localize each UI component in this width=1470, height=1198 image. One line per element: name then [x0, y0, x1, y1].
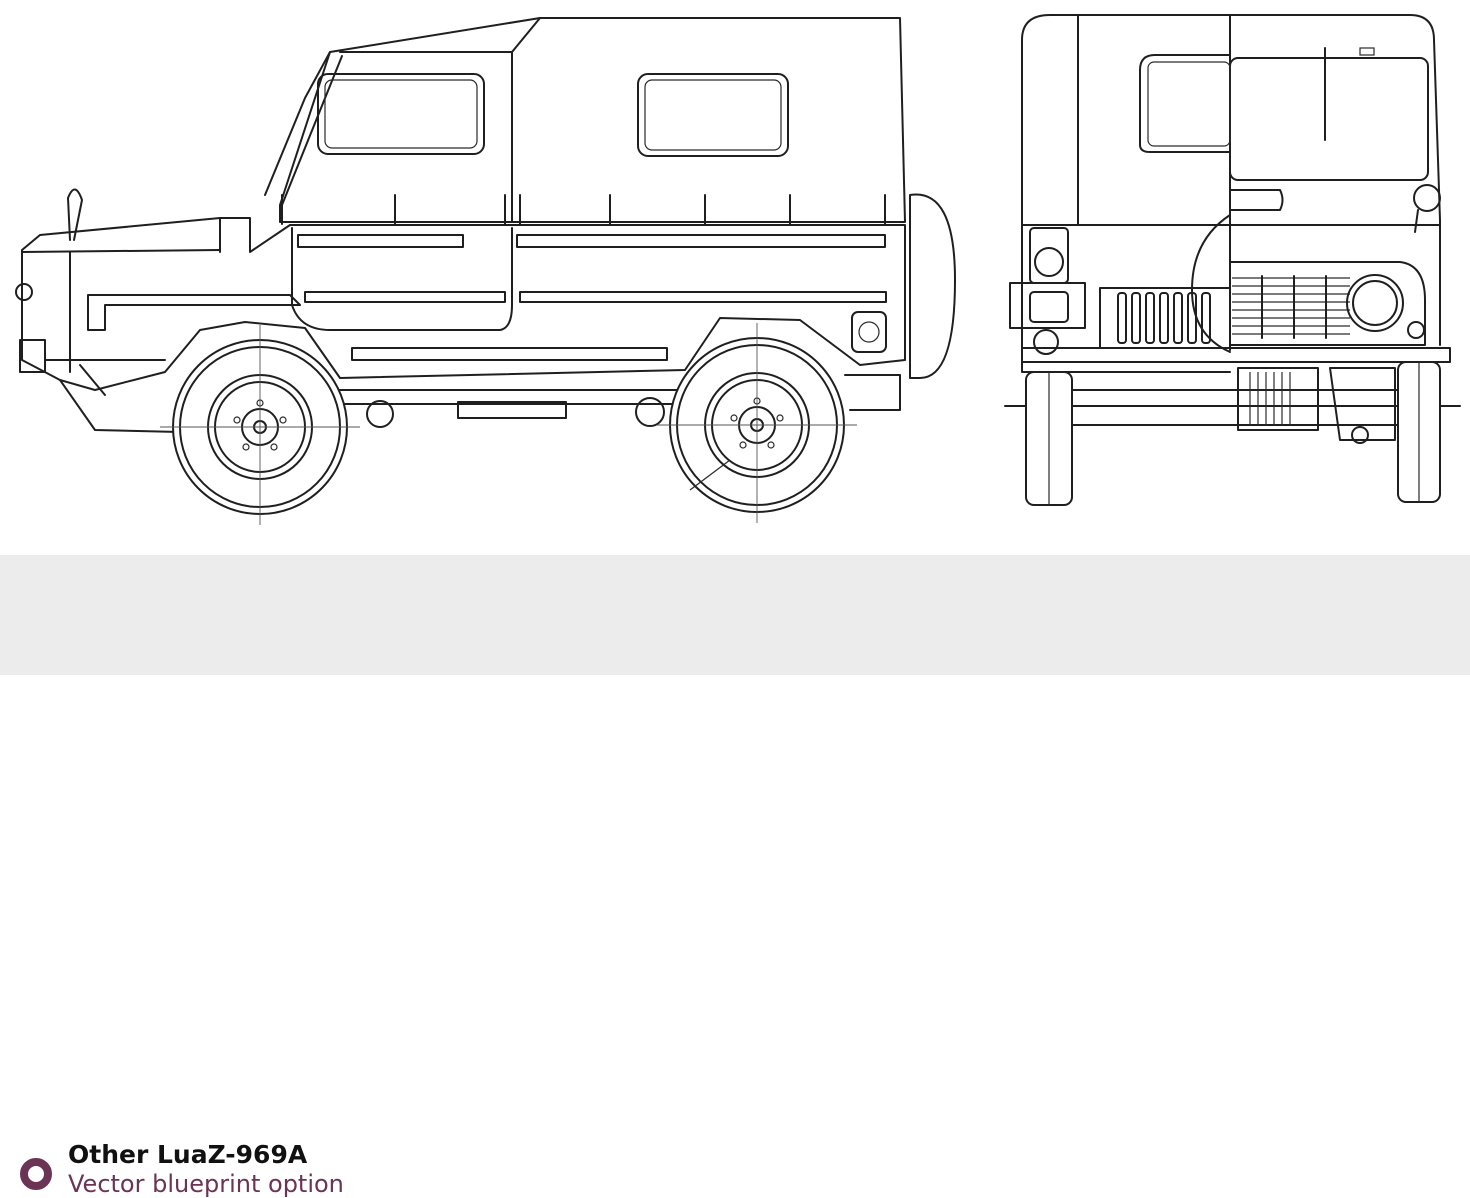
option-radio-icon[interactable]	[20, 1158, 52, 1190]
caption-title: Other LuaZ-969A	[68, 1140, 308, 1169]
blueprint-image	[0, 0, 1470, 555]
end-view	[1004, 14, 1461, 506]
caption-bar: Other LuaZ-969A Vector blueprint option	[0, 555, 1470, 1198]
front-wheel	[160, 325, 360, 525]
caption-subtitle: Vector blueprint option	[68, 1170, 344, 1198]
side-view	[15, 17, 956, 525]
rear-wheel	[657, 323, 857, 523]
